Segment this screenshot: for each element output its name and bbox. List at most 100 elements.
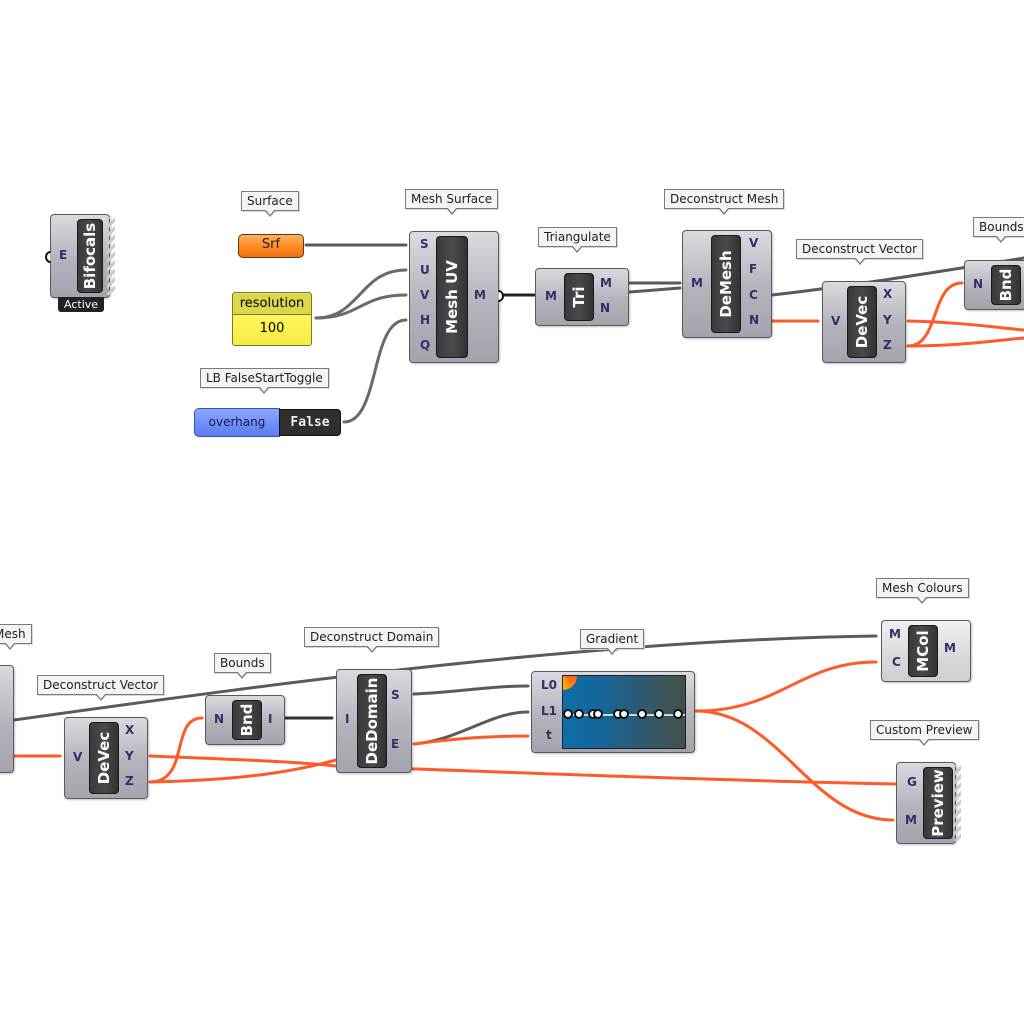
gradient-corner-icon: [563, 676, 577, 690]
deconstruct-mesh-component-partial[interactable]: [0, 665, 14, 773]
deconstruct-domain-component[interactable]: I DeDomain S E: [336, 669, 412, 773]
resolution-slider[interactable]: resolution 100: [232, 292, 312, 346]
pin-label: Y: [883, 313, 892, 327]
gradient-preview[interactable]: [562, 675, 686, 749]
component-name: Tri: [570, 286, 588, 308]
gradient-line: [563, 709, 685, 719]
component-tag: Mesh Surface: [405, 189, 499, 215]
wire-devec-z-right: [906, 336, 1024, 348]
wire-tri-n-to-demesh: [628, 286, 682, 294]
component-core: DeMesh: [711, 235, 741, 333]
component-tag: Mesh: [0, 624, 32, 650]
deconstruct-vector-component[interactable]: V DeVec X Y Z: [64, 717, 148, 799]
component-tag: LB FalseStartToggle: [200, 368, 329, 394]
wire-devec-z-to-bnd-bottom: [148, 716, 204, 784]
component-core: DeDomain: [357, 674, 387, 768]
toggle-name: overhang: [194, 408, 280, 437]
wire-res-to-v: [314, 293, 408, 320]
wire-gradient-to-preview: [694, 709, 895, 822]
pin-label: M: [474, 288, 486, 302]
bounds-component[interactable]: N Bnd: [964, 260, 1024, 310]
bounds-component[interactable]: N Bnd I: [205, 695, 285, 745]
wire-domain-e-to-l1: [412, 710, 530, 746]
pin-label: M: [905, 813, 917, 827]
component-tag: Deconstruct Mesh: [664, 189, 785, 215]
pin-label: M: [944, 641, 956, 655]
component-tag: Triangulate: [538, 227, 617, 253]
pin-label: Z: [125, 774, 134, 788]
pin-label: I: [268, 712, 273, 726]
pin-label: N: [600, 301, 611, 315]
component-tag: Mesh Colours: [876, 578, 969, 604]
pin-label: E: [391, 737, 400, 751]
gradient-grip[interactable]: [574, 709, 585, 719]
component-name: Bnd: [997, 268, 1015, 302]
gradient-grip[interactable]: [619, 709, 629, 719]
triangulate-component[interactable]: M Tri M N: [535, 268, 629, 326]
pin-label: H: [420, 313, 431, 327]
component-core: Tri: [564, 273, 594, 321]
gradient-component[interactable]: L0 L1 t: [531, 671, 695, 753]
component-tag: Bounds: [214, 653, 271, 679]
component-core: DeVec: [847, 286, 877, 358]
pin-label: M: [600, 276, 612, 290]
component-name: DeMesh: [717, 250, 735, 318]
component-tag: Surface: [241, 191, 299, 217]
gradient-grip[interactable]: [653, 709, 664, 719]
output-port[interactable]: [498, 290, 504, 302]
pin-label: S: [420, 237, 429, 251]
component-core: DeVec: [89, 722, 119, 794]
component-core: Bnd: [991, 265, 1021, 305]
pin-label: X: [125, 723, 135, 737]
pin-label: L0: [541, 678, 557, 692]
mesh-colours-component[interactable]: M C MCol M: [881, 620, 971, 682]
param-label: Srf: [261, 237, 281, 252]
wire-toggle-to-h: [342, 318, 408, 424]
wire-res-to-u: [314, 268, 408, 320]
wire-devec-y-right: [906, 319, 1024, 332]
pin-label: X: [883, 287, 893, 301]
pin-label: S: [391, 688, 400, 702]
component-tag: Gradient: [580, 629, 645, 655]
wire-domain-e-to-t: [412, 734, 530, 746]
deconstruct-mesh-component[interactable]: M DeMesh V F C N: [682, 230, 772, 338]
component-tag: Deconstruct Vector: [37, 675, 165, 701]
pin-label: E: [59, 248, 68, 262]
custom-preview-component[interactable]: G M Preview: [896, 762, 961, 844]
component-tag: Deconstruct Vector: [796, 239, 924, 265]
wire-devec-z-to-domain: [148, 758, 338, 784]
pin-label: L1: [541, 704, 557, 718]
slider-name: resolution: [233, 294, 311, 315]
zigzag-edge: [953, 765, 961, 841]
component-name: Preview: [929, 769, 947, 837]
pin-label: F: [749, 262, 758, 276]
toggle-value-button[interactable]: False: [279, 409, 341, 436]
pin-label: V: [420, 288, 430, 302]
status-badge: Active: [58, 297, 105, 312]
pin-label: Y: [125, 749, 134, 763]
bifocals-component[interactable]: E Bifocals: [45, 214, 115, 298]
pin-label: V: [73, 750, 83, 764]
gradient-grip[interactable]: [563, 709, 573, 719]
mesh-surface-component[interactable]: Mesh UV S U V H Q M: [409, 231, 504, 363]
slider-value[interactable]: 100: [259, 321, 285, 336]
pin-label: V: [831, 314, 841, 328]
pin-label: V: [749, 236, 759, 250]
gradient-grip[interactable]: [672, 709, 683, 719]
deconstruct-vector-component[interactable]: V DeVec X Y Z: [822, 281, 906, 363]
pin-label: N: [214, 712, 225, 726]
pin-label: t: [546, 728, 552, 742]
component-core: MCol: [908, 625, 938, 677]
pin-label: C: [892, 655, 901, 669]
surface-param[interactable]: Srf: [238, 234, 304, 258]
input-port[interactable]: [45, 251, 51, 263]
pin-label: I: [345, 712, 350, 726]
zigzag-edge: [107, 217, 115, 295]
component-tag: Deconstruct Domain: [304, 627, 440, 653]
gradient-grip[interactable]: [593, 709, 604, 719]
gradient-grip[interactable]: [636, 709, 647, 719]
pin-label: Z: [883, 338, 892, 352]
pin-label: G: [907, 775, 917, 789]
pin-label: C: [749, 288, 758, 302]
